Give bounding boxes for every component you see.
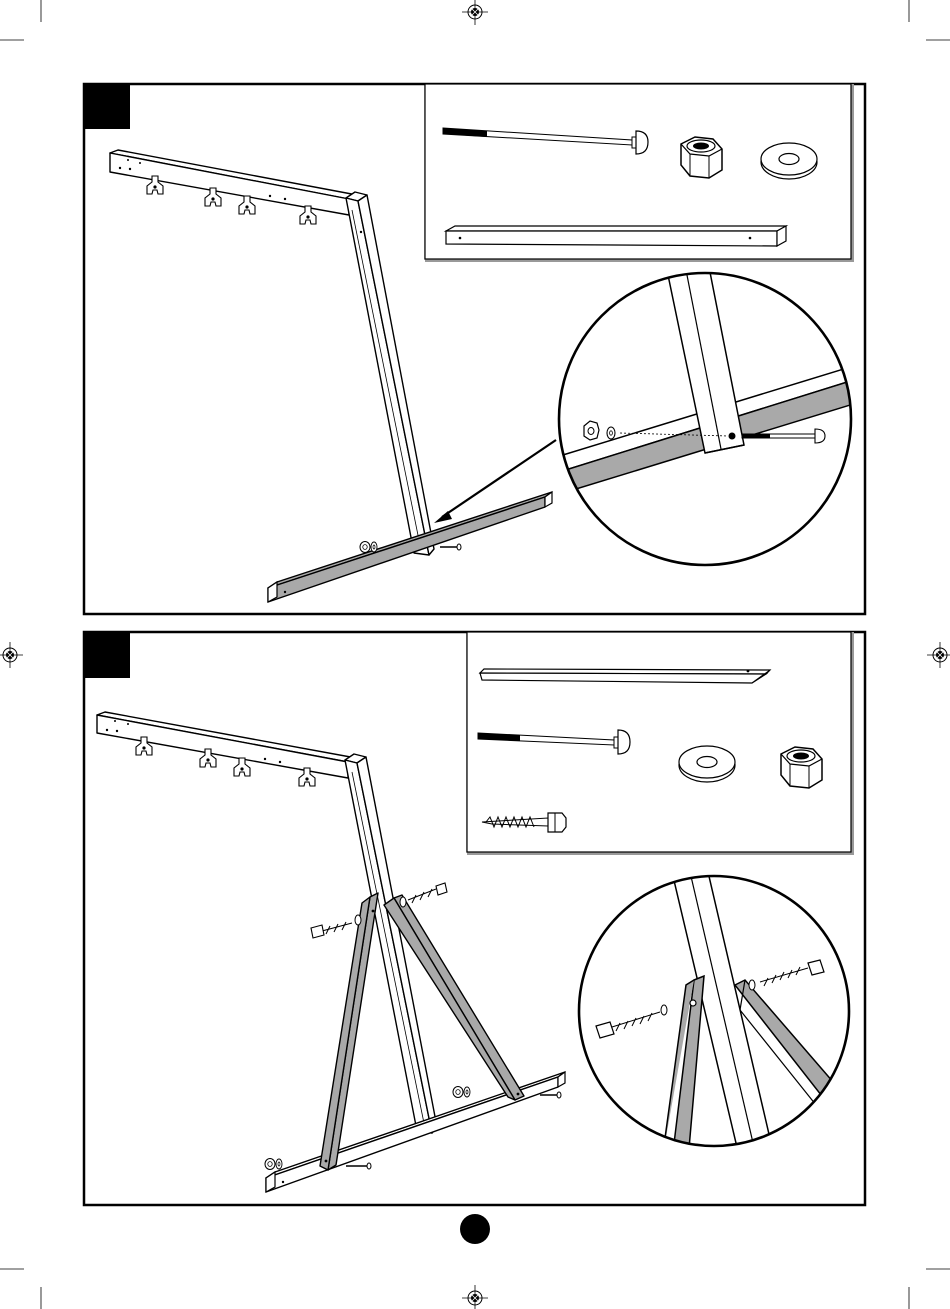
registration-mark-top xyxy=(462,0,488,25)
step-1-panel xyxy=(84,84,865,614)
ground-beam-icon xyxy=(446,226,786,246)
step-1-number-box xyxy=(84,84,130,129)
step-2-panel xyxy=(84,632,865,1205)
step-2-parts-box xyxy=(467,632,853,854)
flat-washer-icon-2 xyxy=(679,746,735,782)
detail-circle-step-1 xyxy=(540,262,860,565)
lock-nut-icon-2 xyxy=(781,747,822,788)
registration-mark-left xyxy=(0,642,23,668)
brace-left xyxy=(320,893,378,1170)
page-number-badge xyxy=(460,1214,490,1244)
brace-icon xyxy=(480,669,770,683)
lock-nut-icon xyxy=(681,137,722,178)
registration-mark-bottom xyxy=(462,1285,488,1309)
top-beam xyxy=(110,150,357,224)
registration-mark-right xyxy=(927,642,950,668)
step-1-parts-box xyxy=(425,84,853,261)
step-2-number-box xyxy=(84,632,130,678)
detail-circle-step-2 xyxy=(579,872,849,1160)
leg-post xyxy=(346,192,434,555)
flat-washer-icon xyxy=(761,143,817,179)
top-beam-2 xyxy=(97,712,356,786)
